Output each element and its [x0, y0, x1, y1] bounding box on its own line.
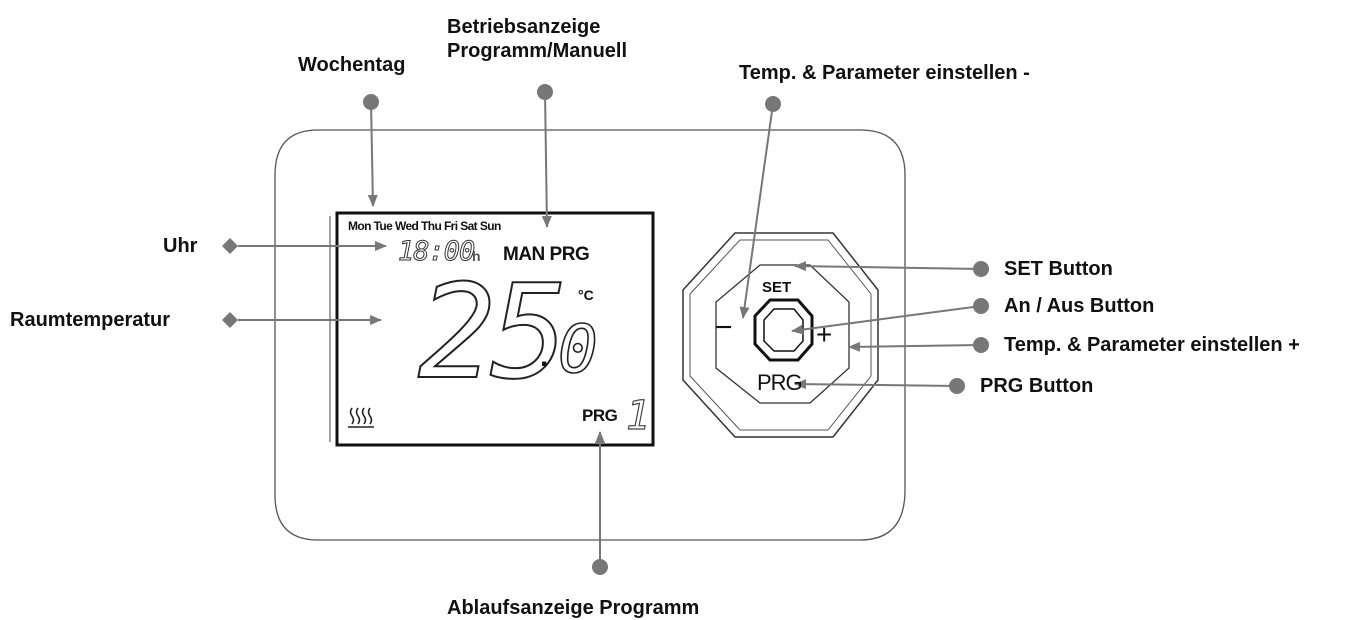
label-set-button: SET Button [1004, 258, 1113, 280]
label-temp-minus: Temp. & Parameter einstellen - [739, 62, 1030, 84]
arrow-prg [794, 379, 958, 390]
heating-waves-icon [348, 407, 374, 428]
prg-button[interactable]: PRG [757, 370, 803, 395]
arrow-betrieb [541, 91, 552, 228]
plus-button[interactable]: + [816, 319, 833, 350]
lcd-screen [335, 211, 655, 447]
label-wochentag: Wochentag [298, 54, 406, 76]
label-uhr: Uhr [163, 235, 198, 257]
label-raumtemperatur: Raumtemperatur [10, 309, 171, 331]
arrow-set [794, 261, 982, 272]
control-dial-ring [689, 239, 872, 431]
diamond-raumtemperatur [222, 312, 238, 328]
lcd-program-number: 1 [625, 393, 651, 439]
arrow-temp-plus [848, 341, 982, 352]
arrow-wochentag [367, 101, 378, 207]
lcd-clock-unit: h [472, 248, 481, 264]
diamond-uhr [222, 238, 238, 254]
lcd-temperature: 25 [417, 256, 570, 408]
lcd-clock: 18:00 [397, 236, 475, 268]
minus-button[interactable]: − [715, 311, 733, 344]
label-betrieb-line2: Programm/Manuell [447, 40, 628, 62]
label-an-aus-button: An / Aus Button [1004, 295, 1155, 317]
lcd-program-label: PRG [582, 406, 618, 425]
lcd-weekdays: Mon Tue Wed Thu Fri Sat Sun [348, 219, 501, 233]
arrow-temp-minus [739, 103, 774, 319]
lcd-temperature-dot: . [540, 340, 549, 373]
set-button[interactable]: SET [762, 279, 792, 296]
label-temp-plus: Temp. & Parameter einstellen + [1004, 334, 1300, 356]
lcd-temp-unit: °C [578, 287, 594, 303]
lcd-temperature-decimal: 0 [557, 311, 598, 388]
label-prg-button: PRG Button [980, 375, 1094, 397]
label-betrieb-line1: Betriebsanzeige [447, 16, 601, 38]
arrow-an-aus [791, 305, 982, 335]
lcd-mode: MAN PRG [503, 244, 590, 265]
label-ablauf: Ablaufsanzeige Programm [447, 597, 700, 619]
